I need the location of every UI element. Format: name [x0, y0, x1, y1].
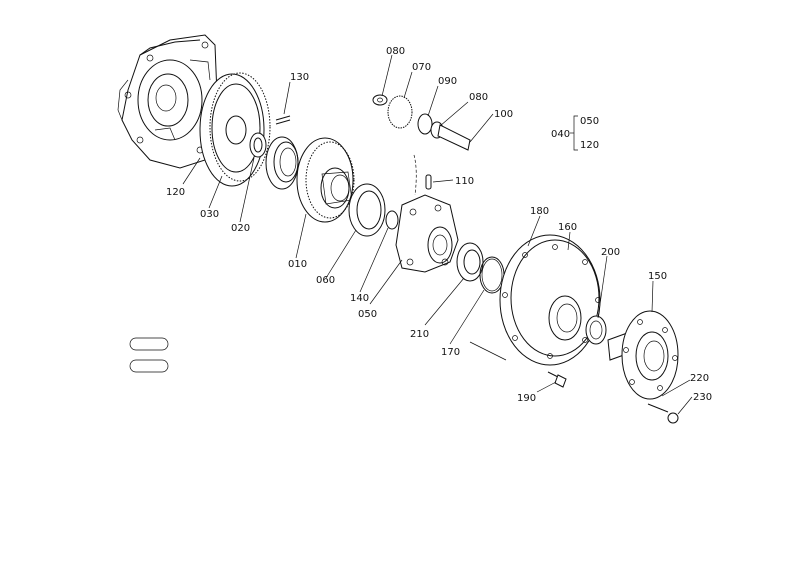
part-140-snap-ring: [385, 210, 399, 230]
label-140: 140: [350, 293, 369, 304]
label-040: 040: [551, 129, 570, 140]
label-190: 190: [517, 393, 536, 404]
label-160: 160: [558, 222, 577, 233]
part-150-axle-flange: [607, 310, 679, 400]
label-200: 200: [601, 247, 620, 258]
leader-lines: [182, 54, 693, 415]
reference-stamps: [129, 337, 169, 373]
label-070: 070: [412, 62, 431, 73]
label-110: 110: [455, 176, 474, 187]
part-130-pin: [275, 115, 291, 125]
label-040-member-050: 050: [580, 116, 599, 127]
label-080-b: 080: [469, 92, 488, 103]
group-040-bracket: [570, 115, 578, 151]
label-030: 030: [200, 209, 219, 220]
label-220: 220: [690, 373, 709, 384]
part-230-nut: [667, 412, 679, 424]
part-bearing-large: [265, 136, 299, 190]
label-060: 060: [316, 275, 335, 286]
label-020: 020: [231, 223, 250, 234]
label-210: 210: [410, 329, 429, 340]
part-shaft-group: [372, 94, 471, 196]
label-150: 150: [648, 271, 667, 282]
label-010: 010: [288, 259, 307, 270]
part-010-carrier: [296, 137, 355, 223]
part-060-bearing: [348, 183, 386, 237]
part-210-bearing: [456, 242, 484, 282]
label-180: 180: [530, 206, 549, 217]
label-130: 130: [290, 72, 309, 83]
part-020-bearing: [249, 132, 267, 158]
label-040-member-120: 120: [580, 140, 599, 151]
label-100: 100: [494, 109, 513, 120]
label-090: 090: [438, 76, 457, 87]
part-180-hub-case: [499, 234, 601, 366]
part-200-seal: [585, 315, 607, 345]
label-170: 170: [441, 347, 460, 358]
part-190-bolt: [547, 371, 567, 388]
part-030-ring-gear: [199, 72, 271, 187]
label-050: 050: [358, 309, 377, 320]
part-110-pin: [425, 174, 432, 190]
label-120: 120: [166, 187, 185, 198]
label-080-a: 080: [386, 46, 405, 57]
part-050-plate: [395, 194, 459, 273]
part-labels: 080 070 090 080 100 130 120 030 020 010 …: [166, 46, 712, 404]
label-230: 230: [693, 392, 712, 403]
part-220-stud: [647, 403, 669, 413]
